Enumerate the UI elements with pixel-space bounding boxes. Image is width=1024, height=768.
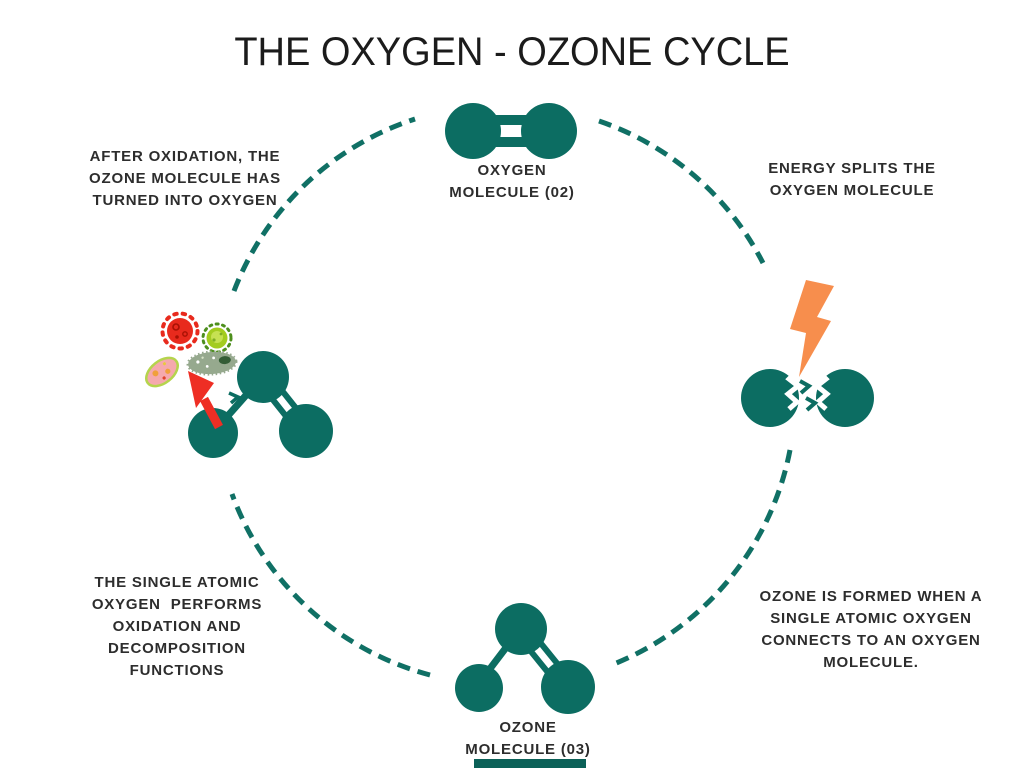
ozone-attacks-germs-icon [145, 311, 333, 458]
virus-dot [219, 332, 223, 336]
bacterium-spot [152, 370, 159, 377]
oxygen-atom [445, 103, 501, 159]
crack-fragment [805, 396, 819, 412]
double-bond-bar [487, 115, 535, 125]
crack-fragment [799, 379, 813, 395]
caption-energy-splits: ENERGY SPLITS THE OXYGEN MOLECULE [768, 160, 936, 199]
bottom-accent-bar [474, 759, 586, 768]
oxygen-atom [541, 660, 595, 714]
oxygen-atom [279, 404, 333, 458]
virus-body [167, 318, 193, 344]
virus-dot [172, 323, 180, 331]
caption-ozone-formed: OZONE IS FORMED WHEN A SINGLE ATOMIC OXY… [759, 588, 983, 671]
caption-single-atomic-oxygen: THE SINGLE ATOMIC OXYGEN PERFORMS OXIDAT… [91, 574, 263, 679]
paramecium-nucleus [218, 356, 231, 365]
dashed-cycle-circle [229, 116, 793, 678]
oxygen-molecule-icon [445, 103, 577, 159]
crack-left [784, 369, 803, 411]
green-virus-icon [201, 322, 233, 354]
paramecium-icon [186, 350, 238, 376]
ozone-molecule-small-icon [188, 351, 333, 458]
oxygen-atom [741, 369, 799, 427]
oxygen-atom [188, 408, 238, 458]
dashed-arc-bottom-right [613, 449, 793, 667]
oxygen-atom [455, 664, 503, 712]
page-title: THE OXYGEN - OZONE CYCLE [234, 30, 790, 74]
oxygen-atom [521, 103, 577, 159]
virus-dot [182, 331, 188, 337]
split-oxygen-molecule-icon [741, 369, 874, 427]
energy-split-icon [741, 280, 874, 427]
dashed-arc-bottom-left [229, 493, 431, 678]
oxygen-atom [237, 351, 289, 403]
oxygen-atom [816, 369, 874, 427]
bacterium-spot [162, 362, 166, 366]
red-virus-icon [160, 311, 200, 351]
ozone-molecule-label: OZONE MOLECULE (03) [465, 719, 591, 758]
virus-dot [175, 335, 179, 339]
paramecium-body [186, 350, 238, 376]
double-bond-bar [487, 137, 535, 147]
bacterium-spot [165, 368, 171, 374]
crack-right [812, 369, 831, 411]
bacterium-spot [162, 376, 166, 380]
paramecium-speck [196, 360, 200, 364]
bacterium-body [145, 356, 179, 388]
paramecium-speck [205, 364, 209, 368]
paramecium-speck [212, 356, 216, 360]
dashed-arc-top-left [231, 116, 416, 292]
caption-after-oxidation: AFTER OXIDATION, THE OZONE MOLECULE HAS … [89, 148, 281, 209]
lightning-bolt-icon [790, 280, 834, 377]
red-arrow-icon [188, 371, 223, 430]
crack-fragment [228, 391, 242, 405]
dashed-arc-top-right [598, 118, 766, 265]
oxygen-molecule-label: OXYGEN MOLECULE (02) [449, 162, 575, 201]
bacterium-icon [145, 356, 179, 388]
ozone-molecule-icon [455, 603, 595, 714]
virus-spikes [160, 311, 200, 351]
arrow-head [188, 371, 214, 408]
oxygen-atom [495, 603, 547, 655]
arrow-shaft [200, 396, 223, 430]
paramecium-speck [201, 356, 204, 359]
virus-dot [212, 338, 216, 342]
